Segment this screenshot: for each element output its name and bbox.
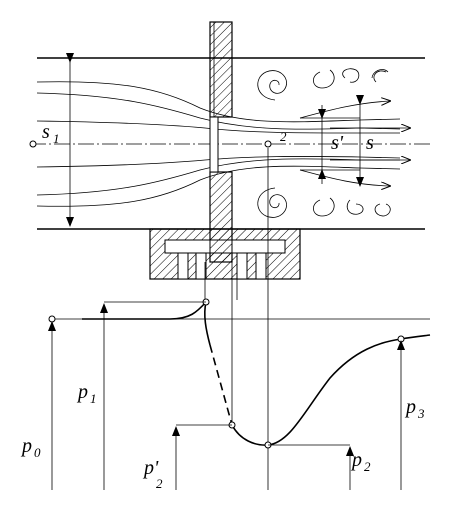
label-p2: p (350, 449, 362, 471)
label-p2-prime-sub: 2 (156, 476, 163, 491)
label-p1-sub: 1 (90, 391, 97, 406)
label-p0-sub: 0 (34, 445, 41, 460)
flange-block (149, 228, 301, 280)
label-p2-prime: p' (142, 457, 159, 479)
eddies (257, 68, 391, 218)
label-p0: p (20, 435, 32, 457)
pressure-graph: p 0 p 1 p' 2 p 2 p 3 (20, 298, 431, 491)
label-point-2: 2 (280, 129, 287, 144)
orifice-plate (209, 21, 233, 263)
dimension-s1: s 1 (29, 53, 74, 227)
label-p3-sub: 3 (417, 406, 425, 421)
vena-contracta-point (264, 140, 272, 148)
label-s1: s (42, 121, 50, 143)
streamlines (36, 81, 410, 207)
label-p2-sub: 2 (364, 459, 371, 474)
label-s-prime: s' (331, 132, 344, 154)
dimension-vena-contracta: 2 s' s (264, 95, 374, 187)
label-s1-sub: 1 (53, 131, 60, 146)
pressure-curve-upstream (82, 301, 207, 320)
pressure-curve-recovery (231, 334, 431, 446)
axis-point-left (29, 140, 37, 148)
pressure-curve-drop (203, 301, 211, 346)
label-p1: p (76, 381, 88, 403)
label-s: s (366, 132, 374, 154)
p0-point (48, 315, 56, 323)
pressure-curve-dashed (209, 344, 233, 426)
label-p3: p (404, 396, 416, 418)
